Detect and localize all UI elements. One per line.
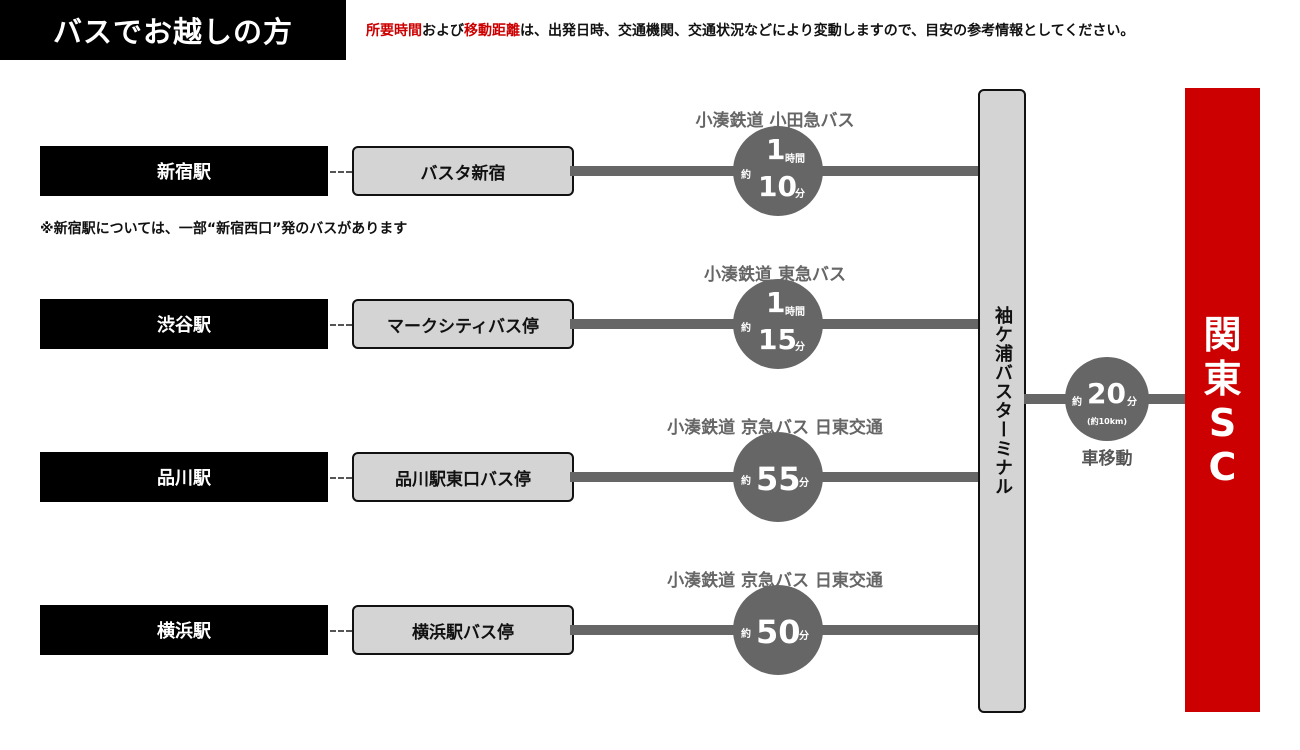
route-operators-shinjuku: 小湊鉄道 小田急バス [695, 111, 855, 131]
bus-terminal-label: 袖ケ浦バスターミナル [992, 306, 1013, 496]
notice-mid: および [422, 23, 464, 39]
route-operators-shinagawa: 小湊鉄道 京急バス 日東交通 [667, 418, 883, 438]
destination-char: C [1208, 445, 1237, 489]
minutes-value: 10 [758, 170, 797, 203]
approx-label: 約 [741, 170, 751, 181]
route-operators-shibuya: 小湊鉄道 東急バス [704, 265, 846, 285]
bus-stop-shinagawa: 品川駅東口バス停 [352, 452, 574, 502]
dashed-connector [330, 171, 352, 173]
notice-highlight-distance: 移動距離 [464, 23, 520, 39]
destination-char: S [1208, 401, 1237, 445]
dashed-connector [330, 324, 352, 326]
bus-terminal: 袖ケ浦バスターミナル [978, 89, 1026, 713]
approx-label: 約 [741, 629, 751, 640]
shinjuku-note: ※新宿駅については、一部“新宿西口”発のバスがあります [40, 221, 408, 237]
minutes-unit: 分 [799, 478, 809, 489]
bus-stop-shinjuku: バスタ新宿 [352, 146, 574, 196]
car-minutes-unit: 分 [1127, 397, 1137, 408]
destination-char: 関 [1203, 313, 1242, 357]
travel-time-badge: 約 50 分 [733, 585, 823, 675]
approx-label: 約 [741, 476, 751, 487]
minutes-unit: 分 [795, 189, 805, 200]
destination-label: 関 東 S C [1185, 313, 1260, 489]
approx-label: 約 [1072, 397, 1082, 408]
minutes-unit: 分 [799, 631, 809, 642]
travel-time-badge: 約 1 時間 15 分 [733, 279, 823, 369]
hours-value: 1 [766, 286, 786, 319]
bus-stop-yokohama: 横浜駅バス停 [352, 605, 574, 655]
station-shibuya: 渋谷駅 [40, 299, 328, 349]
travel-time-badge: 約 55 分 [733, 432, 823, 522]
station-shinagawa: 品川駅 [40, 452, 328, 502]
dashed-connector [330, 477, 352, 479]
car-label: 車移動 [1081, 449, 1133, 469]
car-time-badge: 約 20 分 (約10km) [1065, 357, 1149, 441]
notice-text: 所要時間および移動距離は、出発日時、交通機関、交通状況などにより変動しますので、… [366, 20, 1134, 40]
route-operators-yokohama: 小湊鉄道 京急バス 日東交通 [667, 571, 883, 591]
destination-block: 関 東 S C [1185, 88, 1260, 712]
minutes-value: 55 [756, 460, 801, 498]
minutes-value: 15 [758, 323, 797, 356]
notice-rest: は、出発日時、交通機関、交通状況などにより変動しますので、目安の参考情報としてく… [520, 23, 1135, 39]
page-title: バスでお越しの方 [0, 0, 346, 60]
approx-label: 約 [741, 323, 751, 334]
minutes-value: 50 [756, 613, 801, 651]
travel-time-badge: 約 1 時間 10 分 [733, 126, 823, 216]
bus-stop-shibuya: マークシティバス停 [352, 299, 574, 349]
station-yokohama: 横浜駅 [40, 605, 328, 655]
dashed-connector [330, 630, 352, 632]
car-minutes-value: 20 [1087, 377, 1126, 410]
car-distance: (約10km) [1086, 417, 1128, 426]
hours-unit: 時間 [785, 307, 805, 318]
notice-highlight-time: 所要時間 [366, 23, 422, 39]
hours-unit: 時間 [785, 154, 805, 165]
hours-value: 1 [766, 133, 786, 166]
destination-char: 東 [1203, 357, 1242, 401]
station-shinjuku: 新宿駅 [40, 146, 328, 196]
minutes-unit: 分 [795, 342, 805, 353]
